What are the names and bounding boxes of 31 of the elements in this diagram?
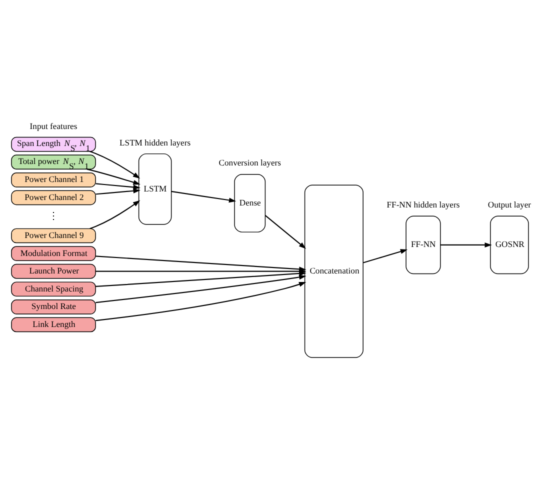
arrow <box>86 168 140 185</box>
arrow <box>89 150 140 179</box>
arrow <box>362 249 408 264</box>
label: FF-NN hidden layers <box>386 199 460 210</box>
label: Input features <box>30 120 78 131</box>
node-box: Launch Power <box>11 264 96 279</box>
label: Output layer <box>488 199 532 210</box>
node-box: Concatenation <box>304 184 364 358</box>
node-box: Power Channel 1 <box>11 172 96 188</box>
node-box: LSTM <box>138 153 172 225</box>
label: ⋮ <box>48 211 59 222</box>
arrow <box>96 188 140 195</box>
label: LSTM hidden layers <box>120 137 191 148</box>
arrow <box>96 271 306 288</box>
node-box: GOSNR <box>490 216 529 274</box>
arrow <box>171 190 236 203</box>
arrow <box>90 200 140 230</box>
node-box: Link Length <box>11 317 96 332</box>
node-box: Symbol Rate <box>11 300 96 314</box>
node-box: Power Channel 9 <box>11 228 96 244</box>
arrow <box>96 282 306 322</box>
node-box: Modulation Format <box>11 246 96 261</box>
node-box: Power Channel 2 <box>11 190 96 206</box>
node-box: FF-NN <box>406 216 441 274</box>
arrow <box>96 274 306 304</box>
arrow <box>440 242 492 248</box>
arrow <box>264 214 306 249</box>
node-box: Dense <box>234 174 266 232</box>
label: Conversion layers <box>218 158 281 168</box>
arrow <box>96 183 140 190</box>
node-box: Channel Spacing <box>11 282 96 297</box>
